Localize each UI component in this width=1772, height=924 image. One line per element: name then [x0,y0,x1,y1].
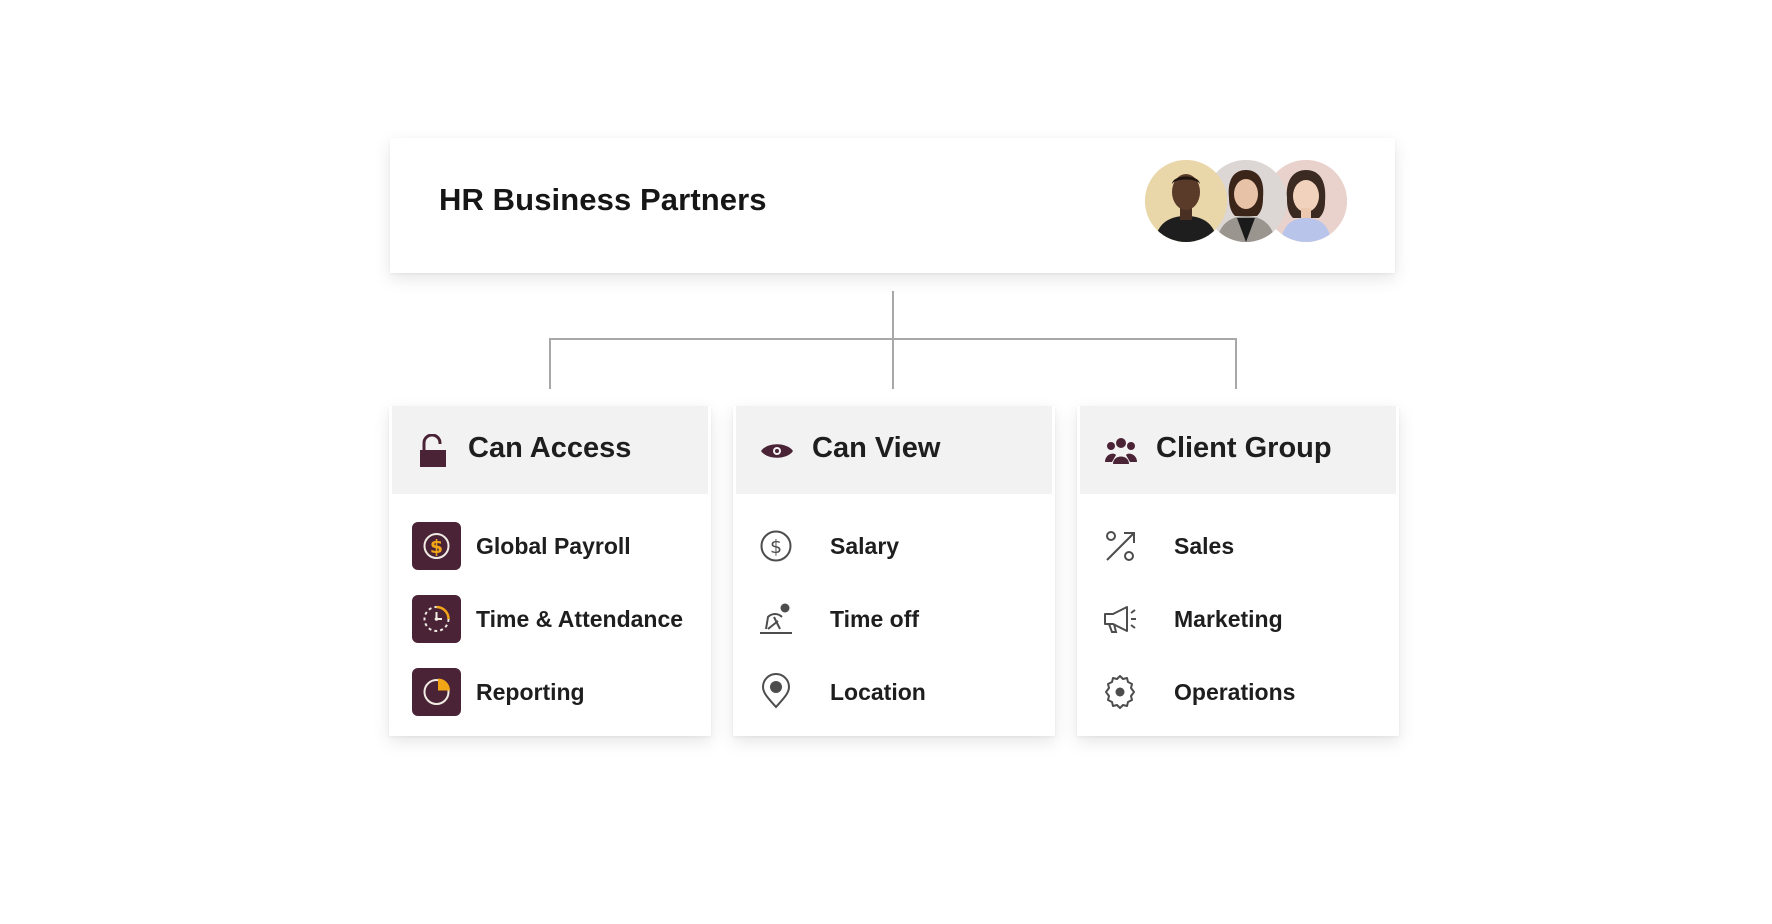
item-label: Reporting [476,679,585,705]
item-label: Salary [830,533,900,559]
list-item-salary[interactable]: $ Salary [756,521,1046,571]
list-item-operations[interactable]: Operations [1100,667,1390,717]
team-title: HR Business Partners [439,182,767,217]
pie-chart-icon [412,668,461,716]
clock-icon [412,595,461,643]
eye-icon [760,434,794,468]
avatar-stack[interactable] [1145,160,1355,242]
avatar-2[interactable] [1205,160,1287,242]
column-header-can-view: Can View [736,406,1052,494]
column-can-view: Can View $ Salary Time off [733,406,1055,736]
list-item-marketing[interactable]: Marketing [1100,594,1390,644]
item-label: Time off [830,606,920,632]
column-title: Can Access [468,432,632,464]
dollar-coin-icon: $ [412,522,461,570]
percent-icon [1100,522,1149,570]
item-label: Operations [1174,679,1296,705]
item-label: Marketing [1174,606,1283,632]
dollar-circle-icon: $ [756,522,805,570]
column-client-group: Client Group Sales Marketing [1077,406,1399,736]
avatar-1[interactable] [1145,160,1227,242]
map-pin-icon [756,668,805,716]
column-can-access: Can Access $ Global Payroll Time & Atten… [389,406,711,736]
column-title: Can View [812,432,941,464]
list-item-time-attendance[interactable]: Time & Attendance [412,594,702,644]
beach-umbrella-icon [756,595,805,643]
megaphone-icon [1100,595,1149,643]
list-item-sales[interactable]: Sales [1100,521,1390,571]
column-title: Client Group [1156,432,1332,464]
svg-text:$: $ [430,536,443,558]
item-label: Location [830,679,926,705]
team-header-card[interactable]: HR Business Partners [390,138,1395,273]
list-item-reporting[interactable]: Reporting [412,667,702,717]
item-label: Time & Attendance [476,606,684,632]
item-label: Sales [1174,533,1235,559]
people-group-icon [1104,434,1138,468]
column-header-client-group: Client Group [1080,406,1396,494]
list-item-location[interactable]: Location [756,667,1046,717]
gear-icon [1100,668,1149,716]
column-header-can-access: Can Access [392,406,708,494]
unlocked-padlock-icon [416,433,450,468]
list-item-global-payroll[interactable]: $ Global Payroll [412,521,702,571]
item-label: Global Payroll [476,533,631,559]
list-item-time-off[interactable]: Time off [756,594,1046,644]
svg-text:$: $ [770,536,782,558]
